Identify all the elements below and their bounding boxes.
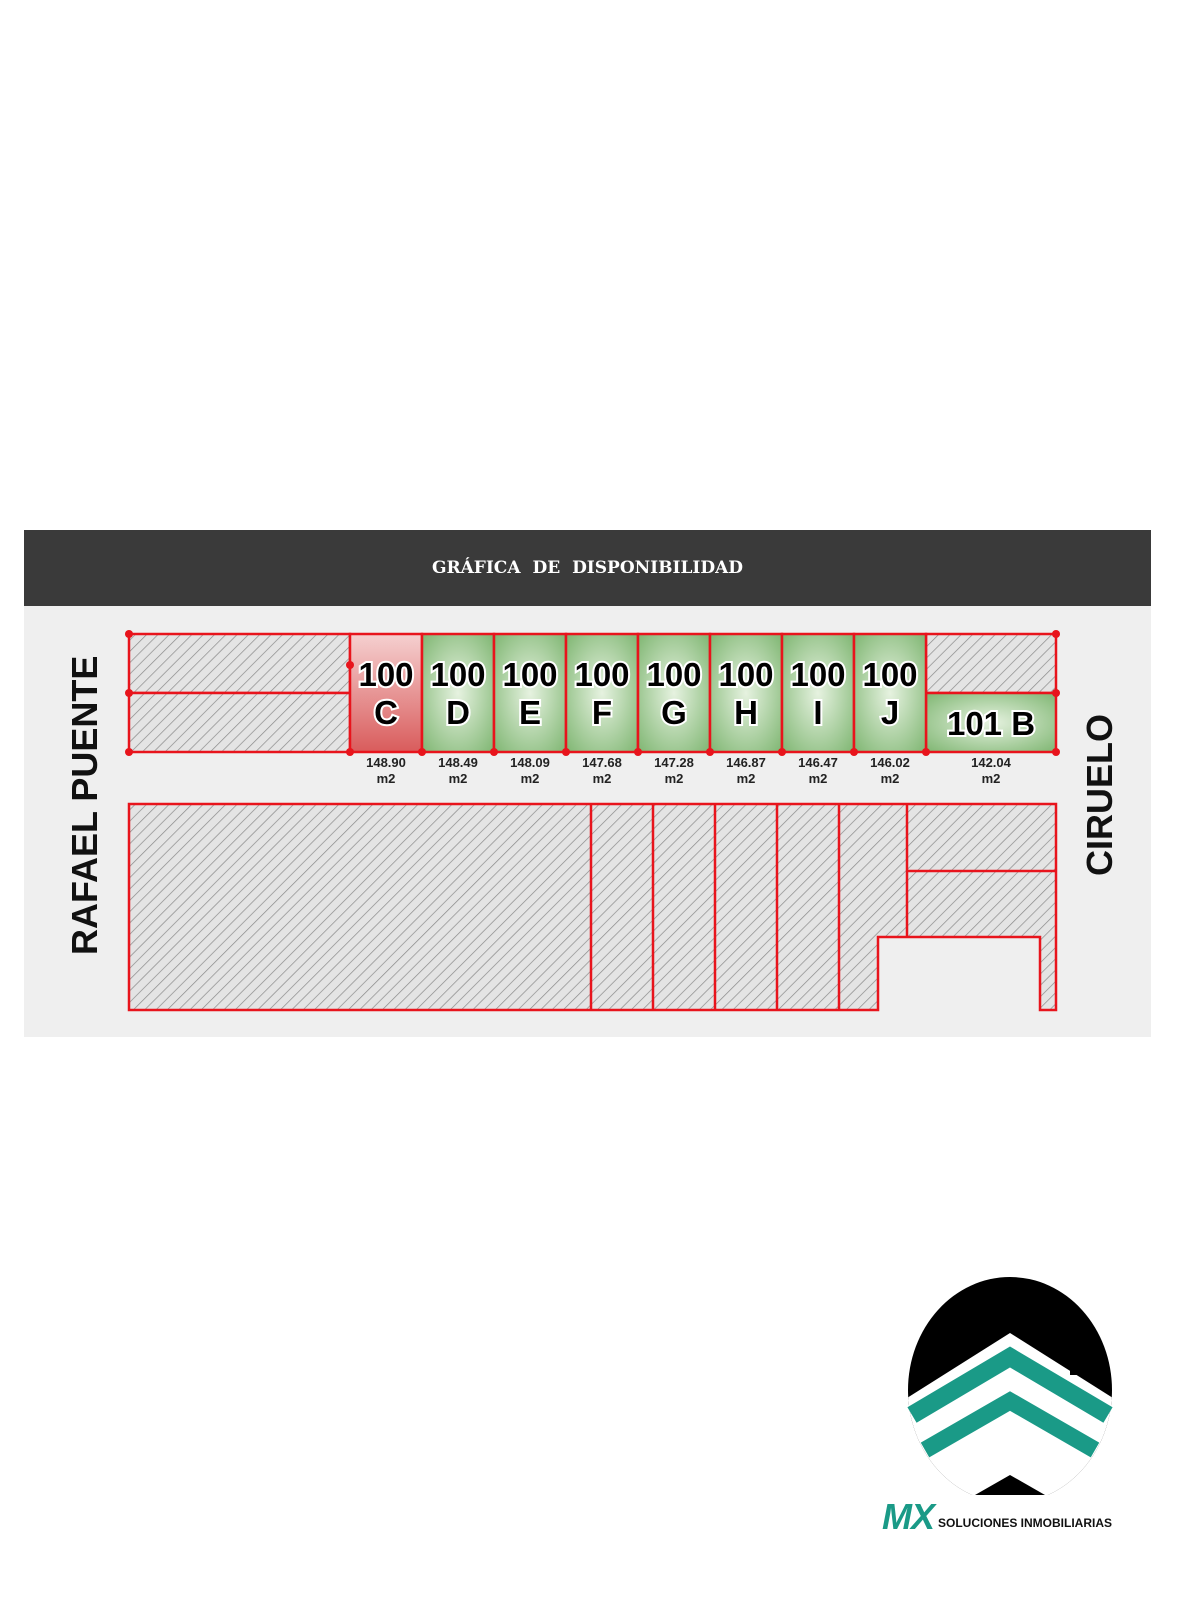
- lot-letter: G: [661, 694, 687, 731]
- survey-point: [125, 748, 133, 756]
- lot-i[interactable]: [780, 632, 856, 754]
- lot-number: 100: [574, 656, 629, 693]
- lot-101b[interactable]: [924, 691, 1058, 754]
- survey-point: [418, 748, 426, 756]
- lot-c[interactable]: [348, 632, 424, 754]
- brand-mark: MX: [882, 1496, 935, 1537]
- lot-letter: F: [592, 694, 612, 731]
- lot-area: 148.49: [438, 755, 478, 770]
- company-logo: [907, 1277, 1113, 1495]
- lot-letter: J: [881, 694, 899, 731]
- survey-point: [1052, 748, 1060, 756]
- lot-g[interactable]: [636, 632, 712, 754]
- lot-h[interactable]: [708, 632, 784, 754]
- lot-area-unit: m2: [449, 771, 468, 786]
- lot-letter: I: [813, 694, 822, 731]
- survey-point: [922, 748, 930, 756]
- hatched-lot: [924, 632, 1058, 695]
- street-label-right: CIRUELO: [1079, 714, 1120, 876]
- survey-point: [125, 689, 133, 697]
- lot-area-unit: m2: [665, 771, 684, 786]
- lot-area-unit: m2: [737, 771, 756, 786]
- lot-area-unit: m2: [881, 771, 900, 786]
- lot-f[interactable]: [564, 632, 640, 754]
- lot-area: 148.09: [510, 755, 550, 770]
- survey-point: [1052, 689, 1060, 697]
- survey-point: [778, 748, 786, 756]
- survey-point: [125, 630, 133, 638]
- lot-101b-label: 101 B: [947, 705, 1035, 742]
- survey-point: [346, 661, 354, 669]
- lot-d[interactable]: [420, 632, 496, 754]
- hatched-block: [127, 802, 1058, 1012]
- street-label-left: RAFAEL PUENTE: [64, 656, 105, 955]
- lot-area: 146.87: [726, 755, 766, 770]
- survey-point: [634, 748, 642, 756]
- lot-number: 100: [358, 656, 413, 693]
- lot-j[interactable]: [852, 632, 928, 754]
- lot-area-unit: m2: [809, 771, 828, 786]
- lot-number: 100: [862, 656, 917, 693]
- hatched-lot: [127, 691, 352, 754]
- survey-point: [850, 748, 858, 756]
- lot-number: 100: [430, 656, 485, 693]
- lot-area: 146.47: [798, 755, 838, 770]
- lot-area-unit: m2: [521, 771, 540, 786]
- lot-e[interactable]: [492, 632, 568, 754]
- brand-wordmark: MX SOLUCIONES INMOBILIARIAS: [882, 1496, 1112, 1538]
- lot-area-unit: m2: [593, 771, 612, 786]
- lot-number: 100: [718, 656, 773, 693]
- hatched-lot: [127, 632, 352, 695]
- lot-area-unit: m2: [982, 771, 1001, 786]
- lot-number: 100: [646, 656, 701, 693]
- lot-area: 147.68: [582, 755, 622, 770]
- survey-point: [1052, 630, 1060, 638]
- survey-point: [706, 748, 714, 756]
- brand-name: SOLUCIONES INMOBILIARIAS: [938, 1516, 1113, 1530]
- title-bar: GRÁFICA DE DISPONIBILIDAD: [24, 530, 1151, 606]
- survey-point: [346, 748, 354, 756]
- site-plan: 100C148.90m2100D148.49m2100E148.09m2100F…: [64, 630, 1120, 1012]
- lot-letter: C: [374, 694, 398, 731]
- lot-area-unit: m2: [377, 771, 396, 786]
- lot-area: 142.04: [971, 755, 1012, 770]
- lot-number: 100: [790, 656, 845, 693]
- survey-point: [490, 748, 498, 756]
- lot-letter: H: [734, 694, 758, 731]
- lot-area: 148.90: [366, 755, 406, 770]
- lot-number: 100: [502, 656, 557, 693]
- lot-letter: E: [519, 694, 541, 731]
- lot-letter: D: [446, 694, 470, 731]
- lot-area: 146.02: [870, 755, 910, 770]
- page-title: GRÁFICA DE DISPONIBILIDAD: [431, 558, 744, 578]
- lot-area: 147.28: [654, 755, 694, 770]
- lot-divider: [589, 804, 1056, 1010]
- survey-point: [562, 748, 570, 756]
